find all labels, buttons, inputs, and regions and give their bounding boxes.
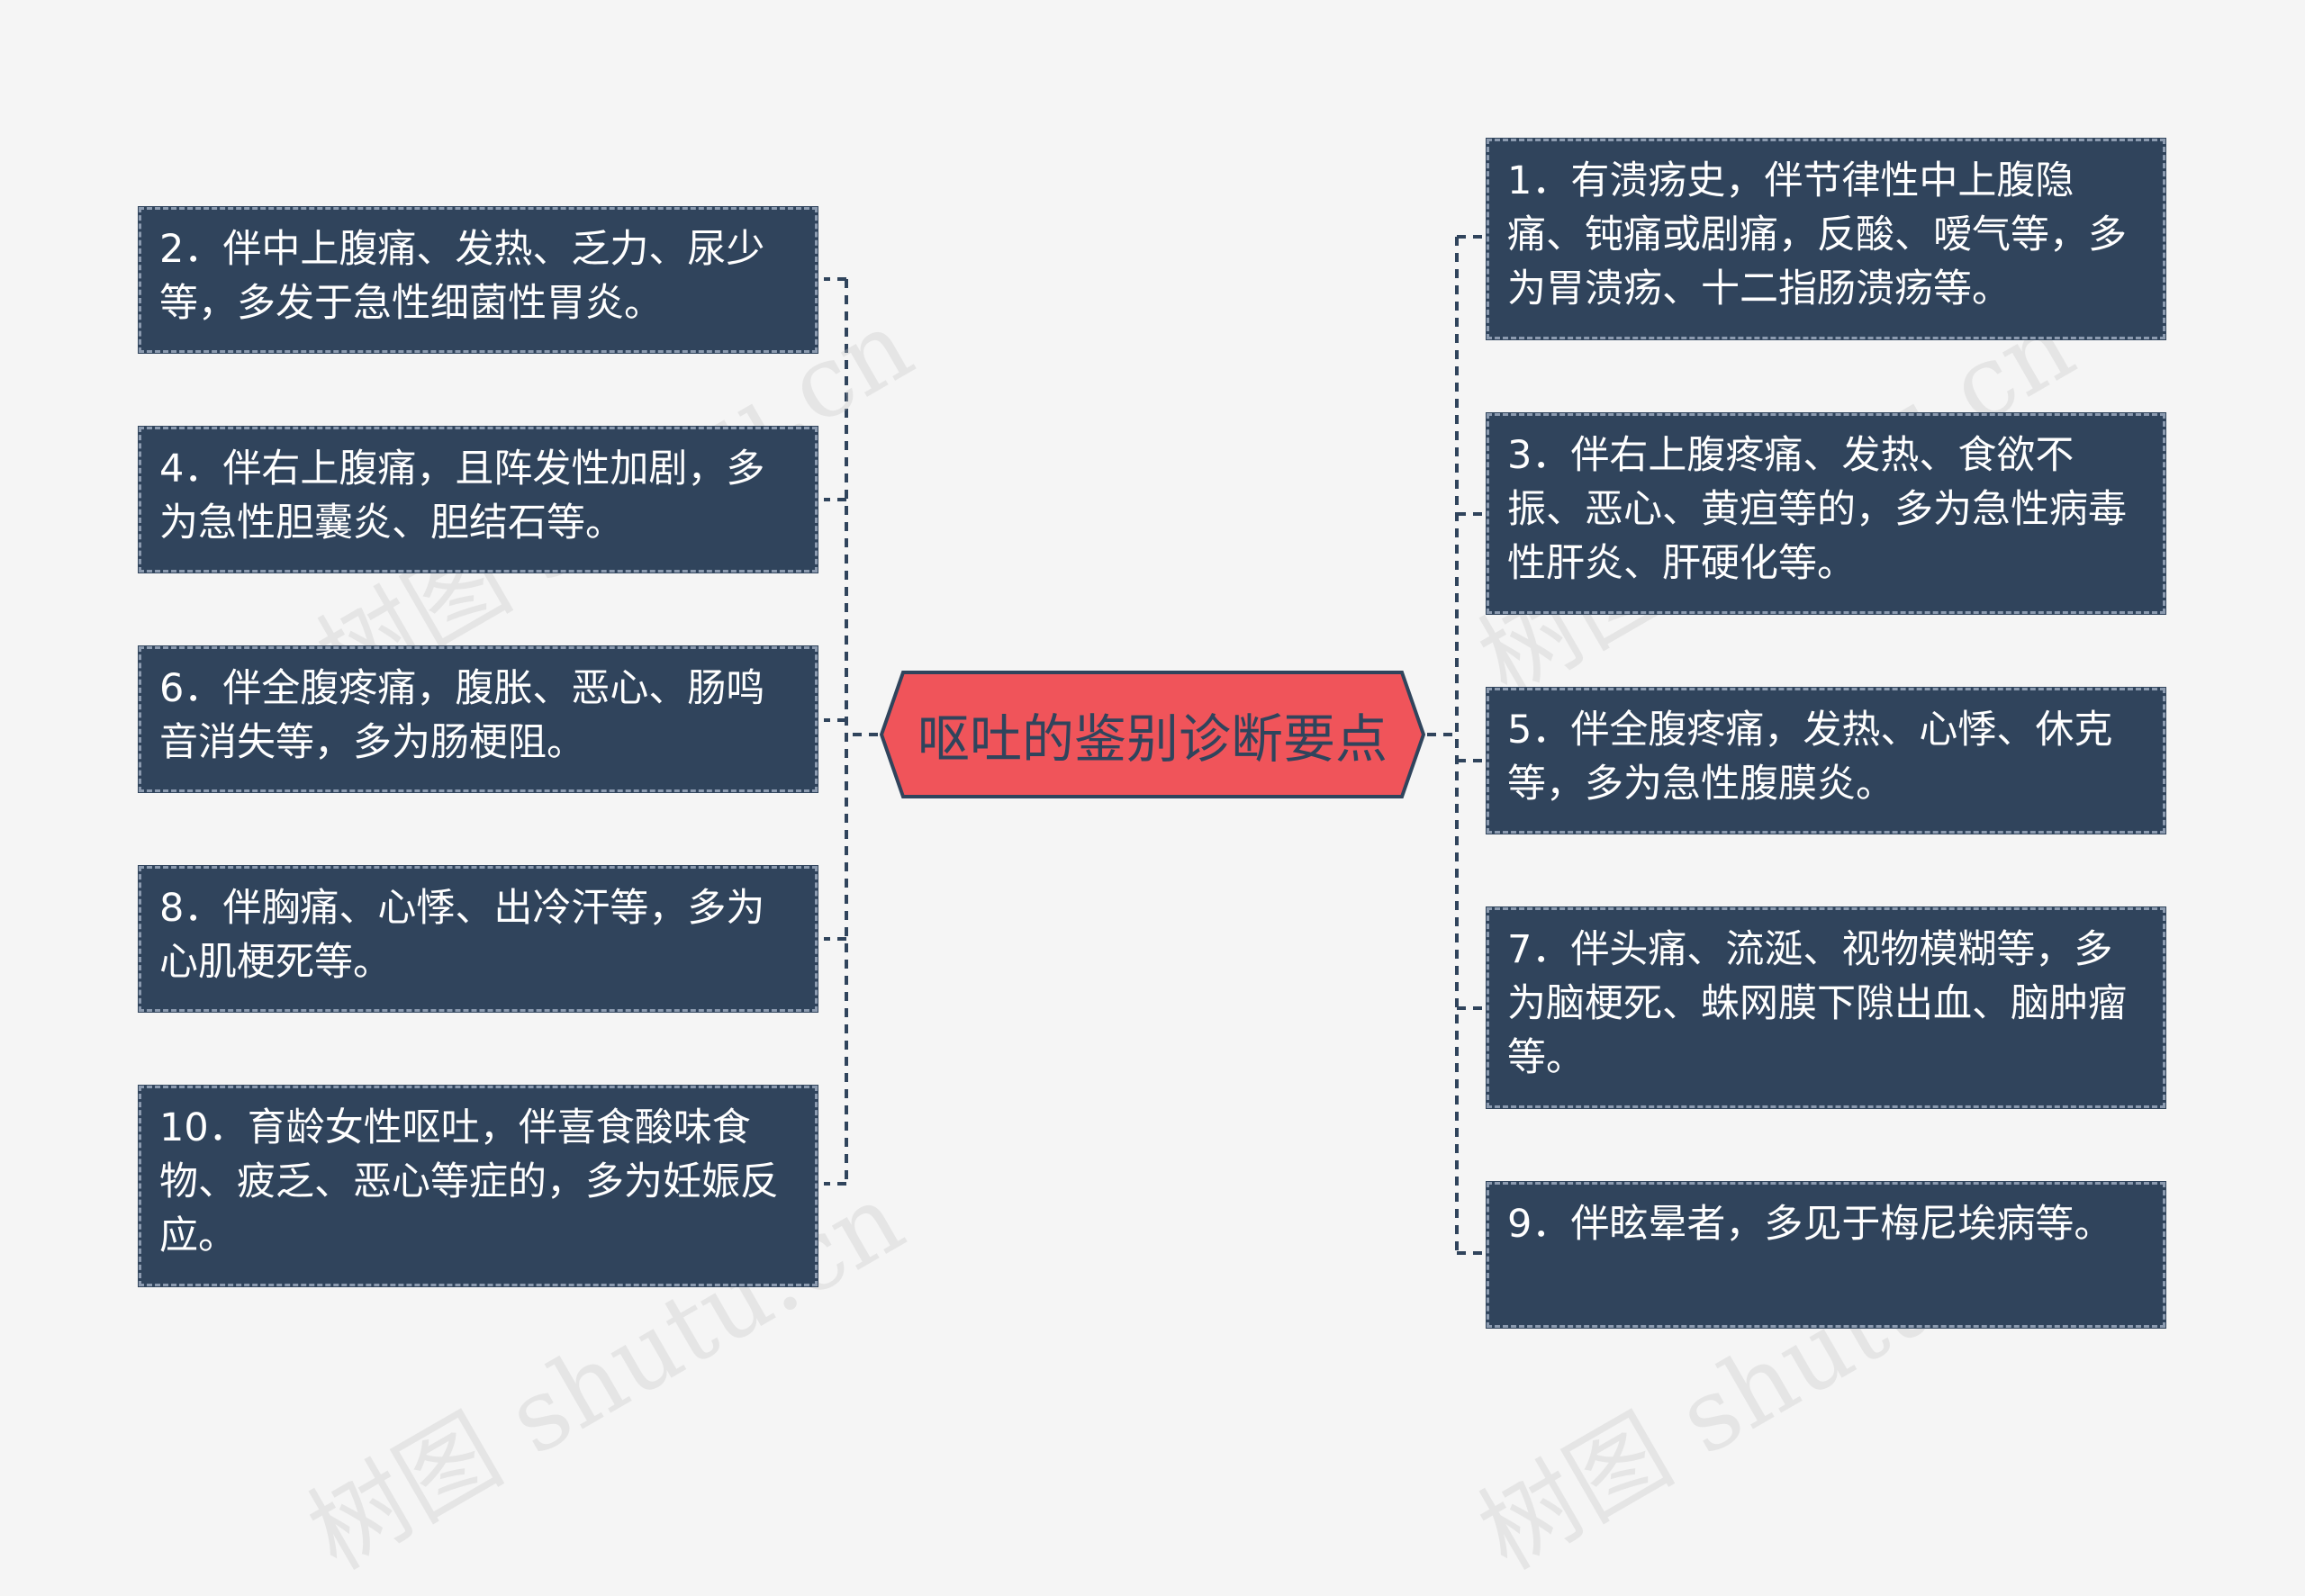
topic-node-10[interactable]: 10．育龄女性呕吐，伴喜食酸味食物、疲乏、恶心等症的，多为妊娠反应。 bbox=[138, 1085, 818, 1287]
central-topic-shape bbox=[879, 671, 1426, 798]
central-topic[interactable]: 呕吐的鉴别诊断要点 bbox=[878, 669, 1427, 800]
topic-node-3[interactable]: 3．伴右上腹疼痛、发热、食欲不振、恶心、黄疸等的，多为急性病毒性肝炎、肝硬化等。 bbox=[1486, 412, 2166, 615]
topic-node-text: 9．伴眩晕者，多见于梅尼埃病等。 bbox=[1507, 1202, 2113, 1247]
topic-node-text: 4．伴右上腹痛，且阵发性加剧，多为急性胆囊炎、胆结石等。 bbox=[159, 446, 765, 546]
central-topic-label: 呕吐的鉴别诊断要点 bbox=[917, 708, 1388, 770]
topic-node-4[interactable]: 4．伴右上腹痛，且阵发性加剧，多为急性胆囊炎、胆结石等。 bbox=[138, 426, 818, 573]
topic-node-2[interactable]: 2．伴中上腹痛、发热、乏力、尿少等，多发于急性细菌性胃炎。 bbox=[138, 206, 818, 354]
topic-node-text: 1．有溃疡史，伴节律性中上腹隐痛、钝痛或剧痛，反酸、嗳气等，多为胃溃疡、十二指肠… bbox=[1507, 158, 2127, 311]
topic-node-8[interactable]: 8．伴胸痛、心悸、出冷汗等，多为心肌梗死等。 bbox=[138, 865, 818, 1013]
connector-right-trunk bbox=[1427, 237, 1459, 1253]
topic-node-1[interactable]: 1．有溃疡史，伴节律性中上腹隐痛、钝痛或剧痛，反酸、嗳气等，多为胃溃疡、十二指肠… bbox=[1486, 138, 2166, 340]
topic-node-text: 3．伴右上腹疼痛、发热、食欲不振、恶心、黄疸等的，多为急性病毒性肝炎、肝硬化等。 bbox=[1507, 433, 2127, 586]
connector-lines bbox=[824, 235, 1484, 1255]
topic-node-text: 2．伴中上腹痛、发热、乏力、尿少等，多发于急性细菌性胃炎。 bbox=[159, 227, 765, 326]
topic-node-7[interactable]: 7．伴头痛、流涎、视物模糊等，多为脑梗死、蛛网膜下隙出血、脑肿瘤等。 bbox=[1486, 906, 2166, 1109]
topic-node-text: 5．伴全腹疼痛，发热、心悸、休克等，多为急性腹膜炎。 bbox=[1507, 708, 2113, 807]
topic-node-text: 10．育龄女性呕吐，伴喜食酸味食物、疲乏、恶心等症的，多为妊娠反应。 bbox=[159, 1105, 779, 1258]
topic-node-5[interactable]: 5．伴全腹疼痛，发热、心悸、休克等，多为急性腹膜炎。 bbox=[1486, 687, 2166, 834]
topic-node-9[interactable]: 9．伴眩晕者，多见于梅尼埃病等。 bbox=[1486, 1181, 2166, 1329]
topic-node-text: 6．伴全腹疼痛，腹胀、恶心、肠鸣音消失等，多为肠梗阻。 bbox=[159, 666, 765, 765]
topic-node-text: 7．伴头痛、流涎、视物模糊等，多为脑梗死、蛛网膜下隙出血、脑肿瘤等。 bbox=[1507, 927, 2127, 1080]
topic-node-text: 8．伴胸痛、心悸、出冷汗等，多为心肌梗死等。 bbox=[159, 886, 765, 985]
connector-left-trunk bbox=[845, 279, 878, 1184]
topic-node-6[interactable]: 6．伴全腹疼痛，腹胀、恶心、肠鸣音消失等，多为肠梗阻。 bbox=[138, 645, 818, 793]
